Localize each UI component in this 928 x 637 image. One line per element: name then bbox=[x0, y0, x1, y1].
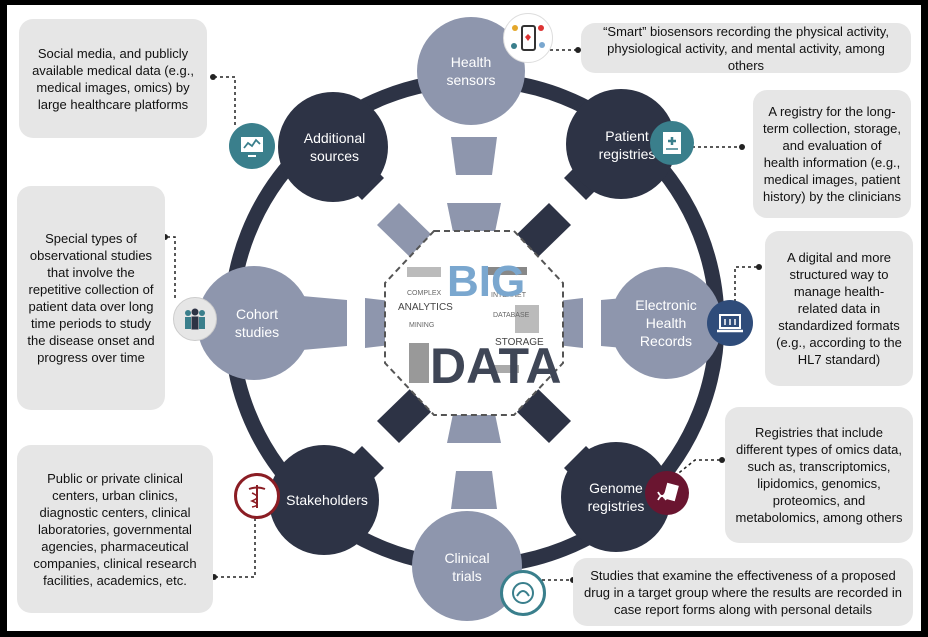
node-patient-registries bbox=[566, 89, 676, 199]
desc-genome-registries: Registries that include different types … bbox=[725, 407, 913, 543]
desc-patient-registries: A registry for the long-term collection,… bbox=[753, 90, 911, 218]
smartphone-sensors-icon bbox=[503, 13, 553, 63]
monitor-chart-icon bbox=[229, 123, 275, 169]
node-cohort-studies bbox=[197, 266, 311, 380]
people-group-icon bbox=[173, 297, 217, 341]
desc-health-sensors: “Smart” biosensors recording the physica… bbox=[581, 23, 911, 73]
cloud-word-mining: MINING bbox=[409, 322, 434, 329]
node-clinical-trials bbox=[412, 511, 522, 621]
node-genome-registries bbox=[561, 442, 671, 552]
diagram-frame: ANALYTICS STORAGE COMPLEX INTERNET DATAB… bbox=[7, 5, 921, 631]
medical-record-icon bbox=[650, 121, 694, 165]
desc-additional-sources: Social media, and publicly available med… bbox=[19, 19, 207, 138]
desc-ehr: A digital and more structured way to man… bbox=[765, 231, 913, 386]
laptop-records-icon bbox=[707, 300, 753, 346]
cloud-word-analytics: ANALYTICS bbox=[398, 302, 453, 313]
center-word-data: DATA bbox=[430, 338, 561, 394]
node-ehr bbox=[610, 267, 722, 379]
cloud-word-storage: STORAGE bbox=[495, 337, 544, 348]
desc-clinical-trials: Studies that examine the effectiveness o… bbox=[573, 558, 913, 626]
desc-cohort-studies: Special types of observational studies t… bbox=[17, 186, 165, 410]
cloud-word-database: DATABASE bbox=[493, 312, 530, 319]
connectors bbox=[165, 49, 759, 581]
label-ehr: Electronic Health Records bbox=[635, 297, 697, 349]
label-cohort-studies: Cohort studies bbox=[234, 306, 280, 340]
label-health-sensors: Health sensors bbox=[446, 54, 496, 88]
label-genome-registries: Genome registries bbox=[587, 480, 645, 514]
label-patient-registries: Patient registries bbox=[598, 128, 656, 162]
node-health-sensors bbox=[417, 17, 525, 125]
node-stakeholders bbox=[269, 445, 379, 555]
dna-document-icon bbox=[645, 471, 689, 515]
word-cloud: ANALYTICS STORAGE COMPLEX INTERNET DATAB… bbox=[398, 267, 544, 383]
caduceus-icon bbox=[234, 473, 280, 519]
label-stakeholders: Stakeholders bbox=[286, 492, 368, 508]
trial-circle-icon bbox=[500, 570, 546, 616]
node-additional-sources bbox=[278, 92, 388, 202]
desc-stakeholders: Public or private clinical centers, urba… bbox=[17, 445, 213, 613]
big-data-diagram: ANALYTICS STORAGE COMPLEX INTERNET DATAB… bbox=[162, 17, 762, 621]
cloud-word-complex: COMPLEX bbox=[407, 290, 442, 297]
label-clinical-trials: Clinical trials bbox=[444, 550, 490, 584]
center-word-big: BIG bbox=[447, 257, 525, 306]
label-additional-sources: Additional sources bbox=[303, 130, 366, 164]
cloud-word-internet: INTERNET bbox=[491, 292, 527, 299]
